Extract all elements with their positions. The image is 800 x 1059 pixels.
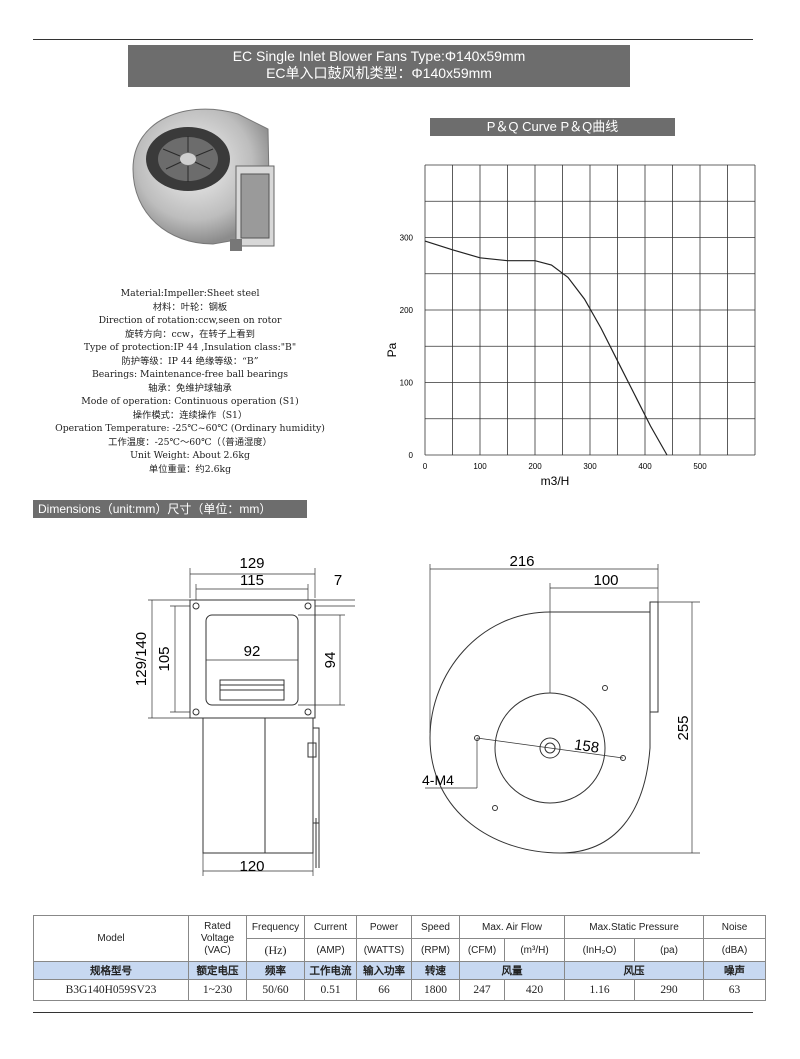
chart-grid (424, 164, 756, 456)
pq-chart: 0 100 200 300 400 500 0 100 200 300 Pa m3/H (385, 164, 756, 488)
th-speed: Speed (411, 915, 460, 939)
top-rule (33, 39, 753, 40)
dim-120: 120 (239, 858, 264, 875)
val-m3h: 420 (503, 979, 566, 1001)
dim-255: 255 (675, 715, 692, 740)
unit-cfm: (CFM) (459, 938, 505, 962)
spec-list: Material:Impeller:Sheet steel 材料：叶轮：钢板 D… (40, 287, 340, 476)
dim-129-140: 129/140 (133, 632, 150, 686)
val-voltage: 1~230 (188, 979, 247, 1001)
val-current: 0.51 (304, 979, 357, 1001)
x-tick-label: 200 (528, 462, 542, 471)
cn-current: 工作电流 (304, 961, 357, 980)
spec-line: 轴承：免维护球轴承 (148, 382, 232, 394)
cn-airflow: 风量 (458, 961, 566, 980)
x-tick-label: 100 (473, 462, 487, 471)
y-axis-label: Pa (385, 342, 399, 357)
y-tick-label: 100 (400, 379, 414, 388)
title-cn: EC单入口鼓风机类型：Φ140x59mm (266, 65, 492, 81)
title-en: EC Single Inlet Blower Fans Type:Φ140x59… (232, 48, 526, 64)
dim-94: 94 (322, 652, 339, 669)
cn-power: 输入功率 (356, 961, 412, 980)
spec-line: 单位重量：约2.6kg (148, 463, 232, 475)
fan-body (202, 717, 314, 854)
y-tick-label: 200 (400, 306, 414, 315)
unit-hz: (Hz) (246, 938, 305, 962)
x-tick-label: 400 (638, 462, 652, 471)
product-photo (132, 108, 275, 251)
spec-line: Mode of operation: Continuous operation … (81, 396, 299, 407)
spec-line: Direction of rotation:ccw,seen on rotor (98, 315, 282, 326)
cn-model: 规格型号 (33, 961, 189, 980)
dim-100: 100 (593, 572, 618, 589)
table-header-row: Model Rated Voltage (VAC) Frequency Curr… (33, 915, 767, 962)
val-speed: 1800 (411, 979, 460, 1001)
th-pressure: Max.Static Pressure (564, 915, 705, 939)
cn-frequency: 频率 (246, 961, 305, 980)
x-tick-label: 0 (423, 462, 428, 471)
th-power: Power (356, 915, 412, 939)
dim-129: 129 (239, 555, 264, 572)
dim-105: 105 (156, 646, 173, 671)
unit-dba: (dBA) (703, 938, 767, 962)
val-model: B3G140H059SV23 (33, 979, 189, 1001)
front-view-drawing: 129 115 7 92 94 105 129/140 120 (133, 555, 355, 876)
val-cfm: 247 (459, 979, 505, 1001)
spec-line: Operation Temperature: -25℃~60℃ (Ordinar… (55, 423, 325, 434)
table-cn-row: 规格型号 额定电压 频率 工作电流 输入功率 转速 风量 风压 噪声 (33, 961, 767, 980)
val-power: 66 (356, 979, 412, 1001)
th-noise: Noise (703, 915, 767, 939)
x-tick-label: 300 (583, 462, 597, 471)
cn-pressure: 风压 (564, 961, 705, 980)
unit-inh2o: (InH₂O) (564, 938, 636, 962)
unit-pa: (pa) (634, 938, 705, 962)
spec-table: Model Rated Voltage (VAC) Frequency Curr… (33, 915, 767, 1001)
dim-92: 92 (244, 643, 261, 660)
spec-line: Material:Impeller:Sheet steel (120, 288, 260, 299)
spec-line: Type of protection:IP 44 ,Insulation cla… (83, 342, 297, 353)
th-frequency: Frequency (246, 915, 305, 939)
series-line (424, 240, 668, 456)
spec-line: 材料：叶轮：钢板 (152, 301, 228, 313)
y-tick-label: 0 (409, 451, 414, 460)
th-model: Model (33, 915, 189, 962)
dimensions-title: Dimensions（unit:mm）尺寸（单位：mm） (33, 500, 307, 518)
spec-line: 工作温度：-25℃～60℃（（普通湿度） (108, 436, 272, 448)
volute-housing (429, 611, 651, 854)
unit-m3h: (m³/H) (503, 938, 566, 962)
cn-voltage: 额定电压 (188, 961, 247, 980)
cn-noise: 噪声 (703, 961, 767, 980)
dim-7: 7 (334, 572, 342, 589)
unit-amp: (AMP) (304, 938, 357, 962)
dim-115: 115 (240, 572, 264, 589)
cn-speed: 转速 (411, 961, 460, 980)
val-dba: 63 (703, 979, 767, 1001)
page-title: EC Single Inlet Blower Fans Type:Φ140x59… (128, 45, 630, 87)
val-frequency: 50/60 (246, 979, 305, 1001)
spec-line: 操作模式：连续操作（S1） (132, 409, 248, 421)
y-tick-label: 300 (400, 234, 414, 243)
unit-watts: (WATTS) (356, 938, 412, 962)
dim-158: 158 (573, 736, 600, 756)
th-rated-voltage: Rated Voltage (VAC) (188, 915, 247, 962)
dim-216: 216 (509, 553, 534, 570)
unit-rpm: (RPM) (411, 938, 460, 962)
outlet-flange (649, 601, 659, 713)
dim-4-m4: 4-M4 (422, 772, 454, 788)
side-view-drawing: 216 100 158 255 4-M4 (422, 553, 700, 854)
spec-line: 旋转方向：ccw，在转子上看到 (125, 328, 255, 340)
x-tick-label: 500 (693, 462, 707, 471)
val-pa: 290 (634, 979, 705, 1001)
spec-line: Bearings: Maintenance-free ball bearings (91, 369, 289, 380)
pq-curve-title: P＆Q Curve P＆Q曲线 (430, 118, 675, 136)
th-airflow: Max. Air Flow (458, 915, 566, 939)
spec-line: 防护等级：IP 44 绝缘等级：“B” (121, 355, 259, 367)
table-row: B3G140H059SV23 1~230 50/60 0.51 66 1800 … (33, 979, 767, 1001)
x-axis-label: m3/H (541, 474, 570, 488)
bottom-rule (33, 1012, 753, 1013)
val-inh2o: 1.16 (564, 979, 636, 1001)
spec-line: Unit Weight: About 2.6kg (130, 450, 250, 461)
th-current: Current (304, 915, 357, 939)
